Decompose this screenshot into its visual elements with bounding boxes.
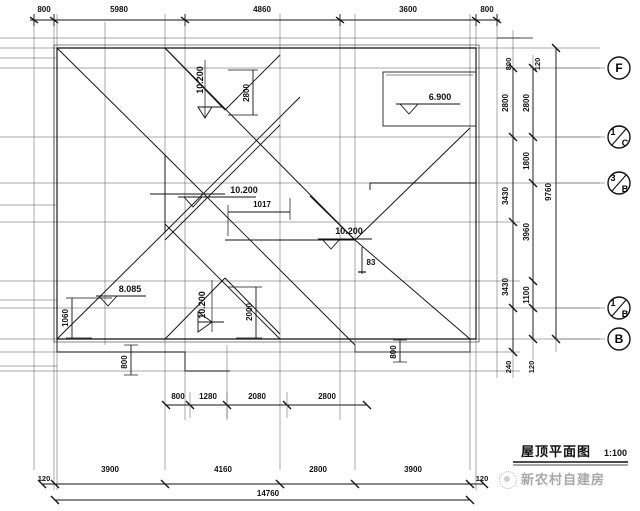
inner-dim-label: 2000 (245, 303, 254, 321)
axis-marker-f[interactable]: F (556, 56, 631, 80)
axis-marker-denominator: B (622, 184, 629, 194)
elevation-value: 6.900 (429, 92, 452, 102)
axis-marker-numerator: 1 (610, 298, 615, 308)
watermark-text: 新农村自建房 (521, 473, 606, 488)
top-dim-label: 800 (37, 5, 51, 14)
bottom-chain-label: 120 (38, 474, 51, 483)
inner-dim-1017: 1017 (227, 198, 291, 236)
inner-dim-label: 800 (120, 355, 129, 369)
inner-dim-label: 83 (367, 258, 376, 267)
elevation-value: 10.200 (335, 226, 363, 236)
inner-dim-label: 1017 (253, 200, 271, 209)
axis-marker-3b[interactable]: 3 B (556, 171, 631, 195)
bottom-chain-label: 3900 (101, 465, 119, 474)
elevation-value: 10.200 (195, 66, 205, 94)
right-total-dimension: 9760 (544, 43, 561, 344)
roof-outline (53, 44, 480, 343)
elevation-marker-right: 10.200 (318, 226, 372, 250)
bottom-total-label: 14760 (257, 489, 280, 498)
bottom-corner-dim-240: 240 (504, 361, 513, 374)
inner-dim-1060: 1060 (61, 297, 112, 339)
right-outer-dim: 1100 (522, 286, 531, 304)
inner-dim-2000-bottom: 2000 (228, 286, 262, 339)
inner-chain-label: 1280 (199, 392, 217, 401)
elevation-value: 10.200 (230, 185, 258, 195)
flower-logo-icon (499, 471, 517, 489)
right-inner-dim: 3430 (501, 278, 510, 296)
right-inner-dimension-chain: 2800 3430 3430 240 (501, 63, 518, 374)
right-inner-dim: 2800 (501, 94, 510, 112)
bottom-chain-label: 2800 (309, 465, 327, 474)
inner-dim-800-right: 800 (389, 339, 407, 363)
inner-chain-label: 2800 (318, 392, 336, 401)
axis-marker-1b[interactable]: 1 B (556, 296, 631, 320)
elevation-marker-bottom-ridge: 10.200 (197, 280, 224, 333)
roof-hip-ridge-lines (56, 47, 476, 346)
elevation-value: 8.085 (119, 284, 142, 294)
elevation-marker-top-ridge: 10.200 (195, 60, 224, 119)
bottom-chain-label: 4160 (214, 465, 232, 474)
top-right-corner-dims: 800 120 (497, 37, 542, 71)
bottom-dimension-chain: 120 3900 4160 2800 3900 120 (37, 465, 489, 489)
bottom-chain-label: 3900 (404, 465, 422, 474)
top-dimension-chain: 800 5980 4860 3600 800 (29, 5, 502, 26)
elevation-marker-6900: 6.900 (396, 92, 460, 115)
axis-marker-1c[interactable]: 1 C (556, 125, 631, 149)
elevation-marker-center: 10.200 (178, 185, 258, 208)
inner-dim-label: 2800 (242, 84, 251, 102)
inner-dim-800-left: 800 (120, 344, 138, 376)
right-outer-dimension-chain: 2800 1800 3960 1100 120 (522, 63, 538, 374)
elevation-marker-8085: 8.085 (96, 284, 146, 307)
corner-dim-800: 800 (504, 58, 513, 71)
axis-marker-b[interactable]: B (556, 327, 631, 351)
right-outer-dim: 3960 (522, 223, 531, 241)
axis-marker-label: B (615, 332, 624, 346)
top-dim-label: 4860 (253, 5, 271, 14)
inner-dimension-chain: 800 1280 2080 2800 (161, 392, 372, 418)
axis-marker-label: F (615, 61, 622, 75)
bottom-corner-dim-120: 120 (527, 361, 536, 374)
inner-chain-label: 2080 (248, 392, 266, 401)
elevation-value: 10.200 (197, 291, 207, 319)
corner-dim-120: 120 (533, 58, 542, 71)
grid-extension-lines (0, 14, 600, 490)
drawing-scale: 1:100 (604, 448, 628, 458)
top-dim-label: 3600 (399, 5, 417, 14)
axis-marker-numerator: 3 (610, 173, 615, 183)
inner-chain-label: 800 (171, 392, 185, 401)
right-outer-dim: 1800 (522, 152, 531, 170)
top-dim-label: 800 (480, 5, 494, 14)
axis-marker-numerator: 1 (610, 127, 615, 137)
right-outer-dim: 2800 (522, 94, 531, 112)
left-edge-lines (0, 57, 57, 367)
title-underline (513, 461, 628, 466)
inner-dim-83: 83 (358, 247, 376, 274)
bottom-chain-label: 120 (476, 474, 489, 483)
inner-dim-label: 1060 (61, 309, 70, 327)
axis-marker-denominator: B (622, 309, 629, 319)
lower-roof-box-6900 (382, 71, 477, 127)
inner-dim-2800-top: 2800 (228, 69, 258, 116)
drawing-title: 屋顶平面图 (521, 445, 592, 460)
top-dim-label: 5980 (110, 5, 128, 14)
bottom-step-detail (56, 339, 471, 372)
right-inner-dim: 3430 (501, 187, 510, 205)
right-total-label: 9760 (544, 183, 553, 201)
axis-marker-group: F 1 C 3 B 1 (556, 56, 631, 351)
inner-dim-label: 800 (389, 345, 398, 359)
bottom-total-dimension: 14760 (50, 489, 475, 505)
axis-marker-denominator: C (622, 138, 629, 148)
